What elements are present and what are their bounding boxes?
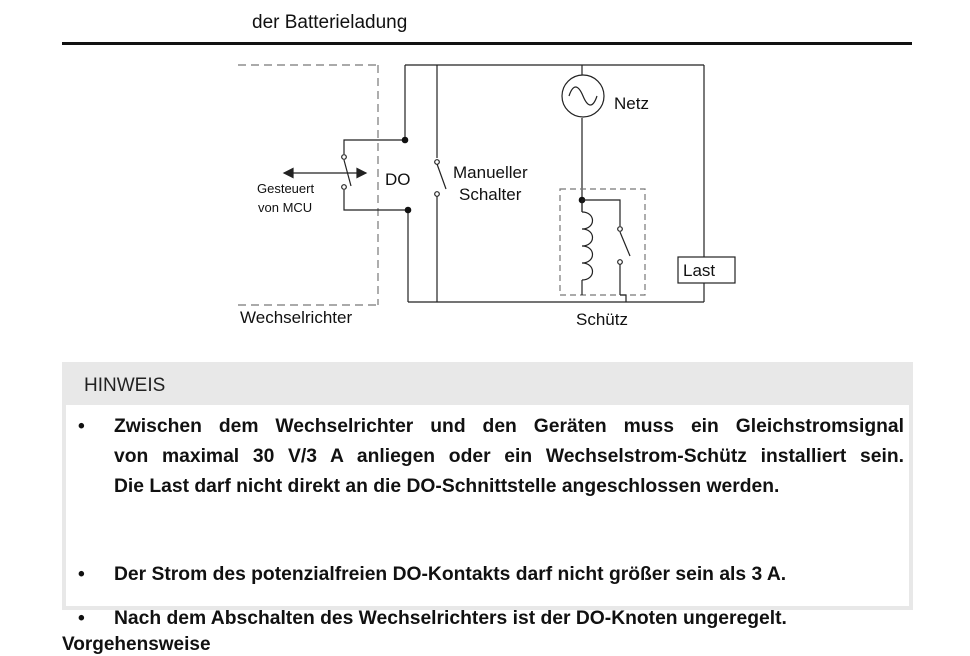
notice-title: HINWEIS (84, 375, 166, 396)
junction-dot (404, 206, 412, 214)
notice-item-line: Der Strom des potenzialfreien DO-Kontakt… (114, 564, 787, 585)
notice-item-text: Nach dem Abschalten des Wechselrichters … (114, 604, 904, 634)
circuit-wires (404, 64, 705, 303)
junction-dot (401, 136, 409, 144)
controlled-by-label: von MCU (258, 200, 312, 215)
manual-switch-label: Schalter (459, 185, 522, 204)
controlled-by-label: Gesteuert (257, 181, 314, 196)
load-label: Last (683, 261, 715, 280)
notice-item: • Zwischen dem Wechselrichter und den Ger… (78, 412, 904, 502)
notice-body: • Zwischen dem Wechselrichter und den Ger… (66, 405, 909, 629)
do-contact (282, 139, 408, 211)
caption-line: der Batterieladung (252, 12, 408, 33)
notice-item: • Nach dem Abschalten des Wechselrichters… (78, 604, 904, 634)
contactor-label: Schütz (576, 310, 628, 329)
do-label: DO (385, 170, 411, 189)
bullet-marker: • (78, 416, 85, 437)
notice-item-line: Nach dem Abschalten des Wechselrichters … (114, 608, 787, 629)
header-rule (62, 42, 912, 45)
inverter-label: Wechselrichter (240, 308, 352, 327)
grid-source (561, 74, 605, 118)
manual-switch-label: Manueller (453, 163, 528, 182)
bullet-marker: • (78, 608, 85, 629)
wiring-diagram: DO Gesteuert von MCU Manueller Schalter … (238, 64, 736, 329)
contactor-boundary (559, 188, 646, 296)
contactor-coil-and-contact (581, 199, 631, 302)
notice-item-line: Zwischen dem Wechselrichter und den Gerä… (114, 416, 904, 437)
notice-item-line: Die Last darf nicht direkt an die DO-Sch… (114, 476, 780, 497)
notice-item: • Der Strom des potenzialfreien DO-Kontak… (78, 560, 904, 590)
grid-label: Netz (614, 94, 649, 113)
notice-item-text: Der Strom des potenzialfreien DO-Kontakt… (114, 560, 904, 590)
notice-item-line: von maximal 30 V/3 A anliegen oder ein W… (114, 446, 904, 467)
manual-switch (434, 159, 447, 197)
notice-box: HINWEIS • Zwischen dem Wechselrichter und… (62, 362, 913, 629)
inverter-boundary (238, 64, 379, 306)
notice-item-text: Zwischen dem Wechselrichter und den Gerä… (114, 412, 904, 502)
bullet-marker: • (78, 564, 85, 585)
section-heading: Vorgehensweise (62, 634, 211, 655)
load-box (677, 256, 736, 284)
